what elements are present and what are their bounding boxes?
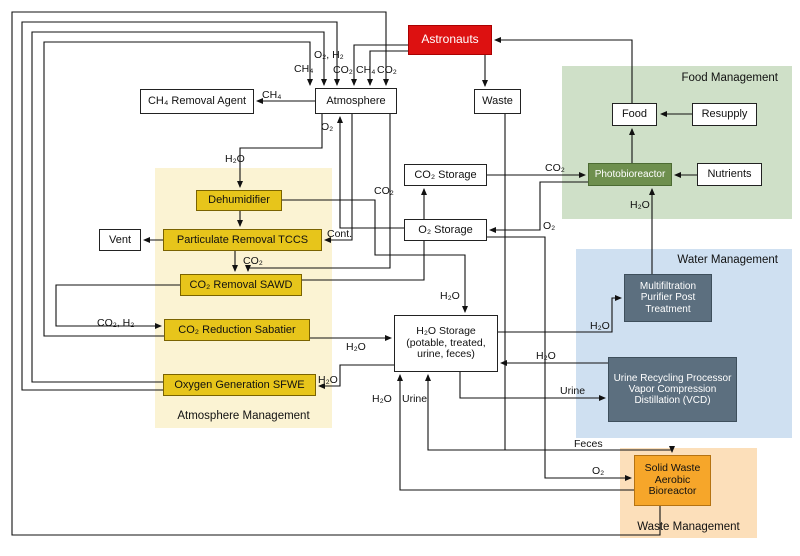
edge-label-cont: Cont.: [327, 228, 353, 240]
edge-label-ch4-top-left: CH₄: [294, 63, 314, 75]
region-label-water: Water Management: [677, 254, 778, 266]
node-urine-recycling-vcd: Urine Recycling Processor Vapor Compress…: [608, 357, 737, 422]
node-resupply: Resupply: [692, 103, 757, 126]
edge-label-co2-top-1: CO₂: [333, 64, 353, 76]
node-dehumidifier: Dehumidifier: [196, 190, 282, 211]
edge-atmosphere-co2-sawd: [245, 114, 391, 272]
edge-astronauts-co2-atmosphere: [351, 44, 408, 86]
edge-label-h2o-vcd-return: H₂O: [536, 350, 556, 362]
node-astronauts: Astronauts: [408, 25, 492, 55]
edge-label-h2o-sfwe-in: H₂O: [318, 374, 338, 386]
edge-label-o2-bioreactor: O₂: [592, 465, 605, 477]
node-atmosphere: Atmosphere: [315, 88, 397, 114]
edge-label-o2-under-atmosphere: O₂: [321, 121, 334, 133]
node-waste: Waste: [474, 89, 521, 114]
edge-storage-urine-vcd: [459, 372, 606, 401]
edge-label-co2-down: CO₂: [374, 185, 394, 197]
edge-sfwe-o2-atmosphere: [31, 31, 327, 383]
edge-storage-h2o-sfwe: [318, 364, 394, 389]
edge-label-o2-o2storage: O₂: [543, 220, 556, 232]
edge-label-urine-under-storage: Urine: [402, 393, 428, 405]
edge-bioreactor-co2-atmosphere: [11, 11, 661, 536]
node-solid-waste-bioreactor: Solid Waste Aerobic Bioreactor: [634, 455, 711, 506]
edge-label-ch4-removal: CH₄: [262, 89, 282, 101]
node-ch4-removal-agent: CH₄ Removal Agent: [140, 89, 254, 114]
edge-atmosphere-cont-tccs: [324, 114, 353, 243]
edge-dehumidifier-h2o-storage: [281, 199, 468, 313]
edge-label-urine-vcd: Urine: [560, 385, 586, 397]
node-multifiltration-purifier: Multifiltration Purifier Post Treatment: [624, 274, 712, 322]
edge-sfwe-h2-atmosphere: [21, 21, 340, 391]
edge-label-co2-sawd: CO₂: [243, 255, 263, 267]
edge-label-o2-h2: O₂, H₂: [314, 49, 344, 61]
edge-sawd-co2h2-sabatier: [55, 284, 180, 329]
node-h2o-storage: H₂O Storage (potable, treated, urine, fe…: [394, 315, 498, 372]
edge-label-h2o-storage-in: H₂O: [440, 290, 460, 302]
edge-o2storage-o2-bioreactor: [487, 236, 632, 481]
node-nutrients: Nutrients: [697, 163, 762, 186]
node-photobioreactor: Photobioreactor: [588, 163, 672, 186]
edge-waste-urine-storage: [425, 374, 505, 451]
node-oxygen-generation-sfwe: Oxygen Generation SFWE: [163, 374, 316, 396]
edge-label-h2o-dehumidifier: H₂O: [225, 153, 245, 165]
node-co2-reduction-sabatier: CO₂ Reduction Sabatier: [164, 319, 310, 341]
edge-label-co2-top-3: CO₂: [377, 64, 397, 76]
region-label-food: Food Management: [681, 72, 778, 84]
edge-sabatier-ch4-atmosphere: [43, 41, 313, 337]
edge-storage-h2o-multifiltration: [498, 295, 622, 333]
edge-label-h2o-sabatier-out: H₂O: [346, 341, 366, 353]
edge-astronauts-ch4-atmosphere: [367, 50, 408, 86]
region-food: Food Management: [562, 66, 792, 219]
region-label-waste: Waste Management: [637, 521, 740, 533]
edge-waste-feces-bioreactor: [504, 114, 675, 453]
node-particulate-removal-tccs: Particulate Removal TCCS: [163, 229, 322, 251]
node-co2-removal-sawd: CO₂ Removal SAWD: [180, 274, 302, 296]
edge-label-co2-h2-sabatier: CO₂, H₂: [97, 317, 135, 329]
node-vent: Vent: [99, 229, 141, 251]
edge-label-h2o-multifiltration: H₂O: [590, 320, 610, 332]
region-label-atmosphere: Atmosphere Management: [177, 410, 310, 422]
edge-label-feces: Feces: [574, 438, 603, 450]
edge-label-h2o-photobioreactor: H₂O: [630, 199, 650, 211]
edge-o2storage-atmosphere: [337, 116, 404, 229]
node-co2-storage: CO₂ Storage: [404, 164, 487, 186]
edge-photobioreactor-o2storage: [489, 181, 588, 233]
edge-bioreactor-h2o-storage: [397, 374, 634, 491]
edge-label-co2-photobioreactor: CO₂: [545, 162, 565, 174]
node-food: Food: [612, 103, 657, 126]
edge-atmosphere-h2o-dehumidifier: [237, 114, 323, 188]
edge-label-ch4-top-2: CH₄: [356, 64, 376, 76]
node-o2-storage: O₂ Storage: [404, 219, 487, 241]
edge-label-h2o-under-storage: H₂O: [372, 393, 392, 405]
edge-food-astronauts: [494, 37, 633, 103]
